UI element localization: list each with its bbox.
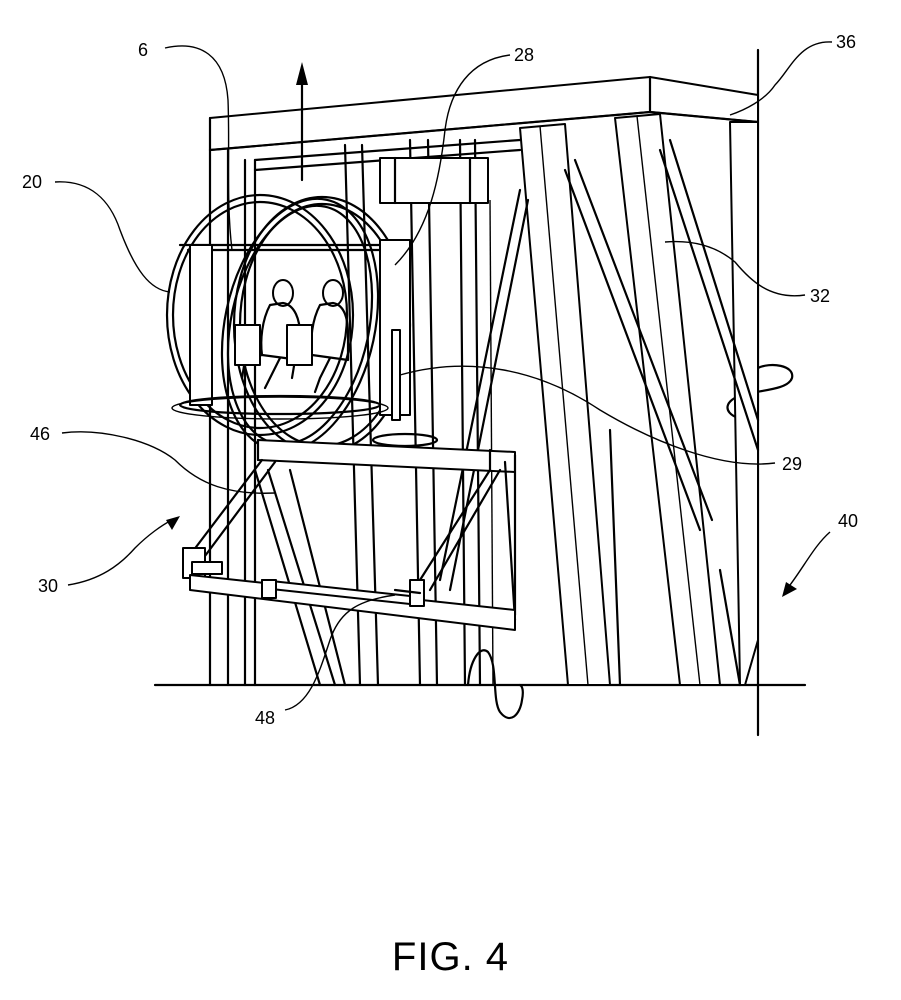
ground-break [466,649,524,719]
figure-caption: FIG. 4 [391,935,510,979]
carriage-block [379,156,489,205]
support-columns [438,113,760,687]
label-46: 46 [30,424,50,444]
label-30: 30 [38,576,58,596]
riders [234,279,350,394]
passenger-frame [171,239,411,421]
center-columns [343,138,494,687]
label-28: 28 [514,45,534,65]
up-arrow [296,62,308,182]
top-beam [208,75,760,152]
label-36: 36 [836,32,856,52]
label-20: 20 [22,172,42,192]
rotation-base [371,432,439,448]
label-32: 32 [810,286,830,306]
swing-arm [182,453,517,631]
label-48: 48 [255,708,275,728]
label-6: 6 [138,40,148,60]
label-29: 29 [782,454,802,474]
label-40: 40 [838,511,858,531]
lower-braces [253,468,347,687]
leader-lines [54,41,833,711]
